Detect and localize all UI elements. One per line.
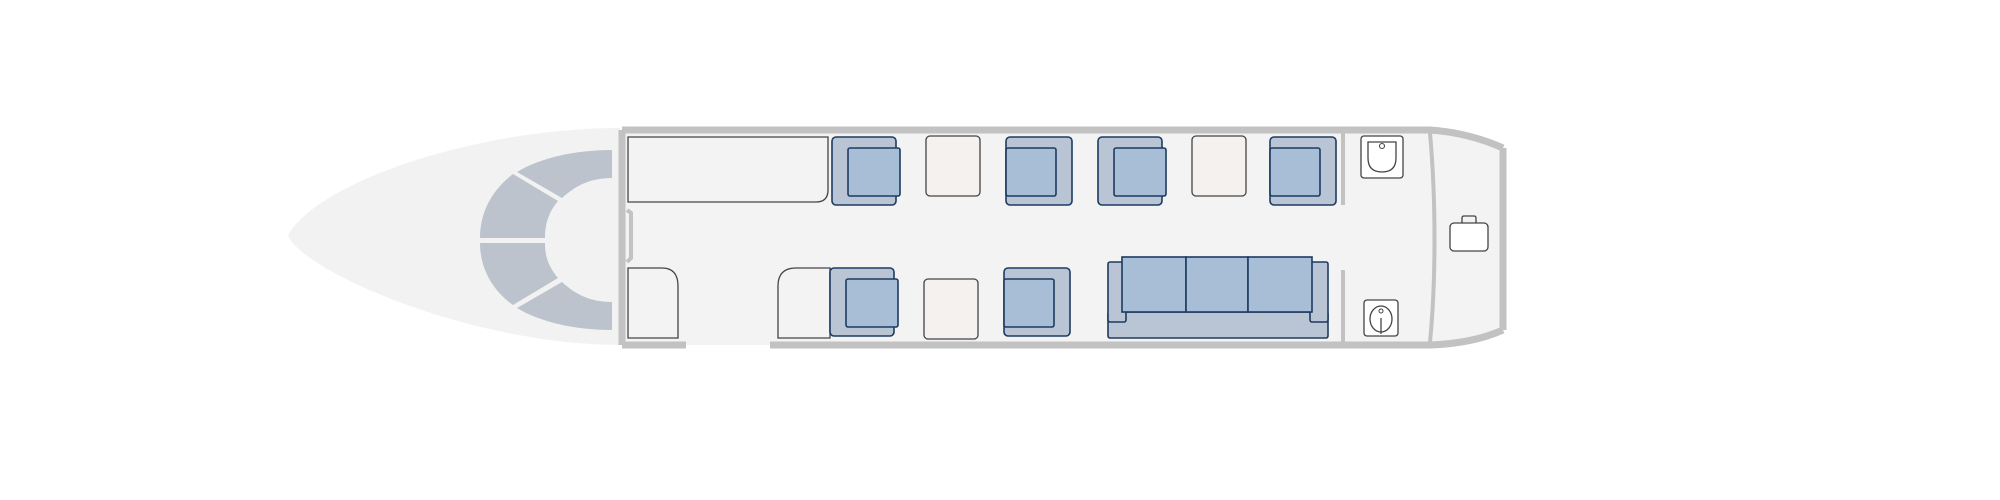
front-partition-notch <box>625 208 633 264</box>
cockpit-seat-bottom-outer <box>517 282 612 330</box>
seat-6[interactable] <box>1003 267 1071 337</box>
seat-2[interactable] <box>1005 136 1073 206</box>
divan[interactable] <box>1107 256 1329 339</box>
cockpit-seat-top-inner <box>480 174 558 238</box>
seat-4[interactable] <box>1269 136 1337 206</box>
table-3 <box>923 278 979 340</box>
seat-1[interactable] <box>831 136 901 206</box>
seat-3[interactable] <box>1097 136 1167 206</box>
baggage-partition <box>1428 132 1437 343</box>
cabin-wall-bottom-aft <box>770 326 1505 349</box>
divan-seat-1[interactable] <box>1121 256 1187 313</box>
storage-cabinet-front <box>627 267 679 339</box>
toilet-icon <box>1363 299 1399 337</box>
cockpit-seat-top-outer <box>517 150 612 198</box>
table-2 <box>1191 135 1247 197</box>
sink-icon <box>1360 135 1404 179</box>
cockpit-seats <box>480 150 612 330</box>
cabin-wall-top <box>622 126 1505 152</box>
storage-cabinet-entry <box>777 267 831 339</box>
seat-5[interactable] <box>829 267 899 337</box>
galley-unit <box>627 136 829 203</box>
divan-seat-2[interactable] <box>1185 256 1249 313</box>
divan-seat-3[interactable] <box>1247 256 1313 313</box>
suitcase-icon <box>1449 215 1489 252</box>
table-1 <box>925 135 981 197</box>
cockpit-seat-bottom-inner <box>480 243 558 305</box>
